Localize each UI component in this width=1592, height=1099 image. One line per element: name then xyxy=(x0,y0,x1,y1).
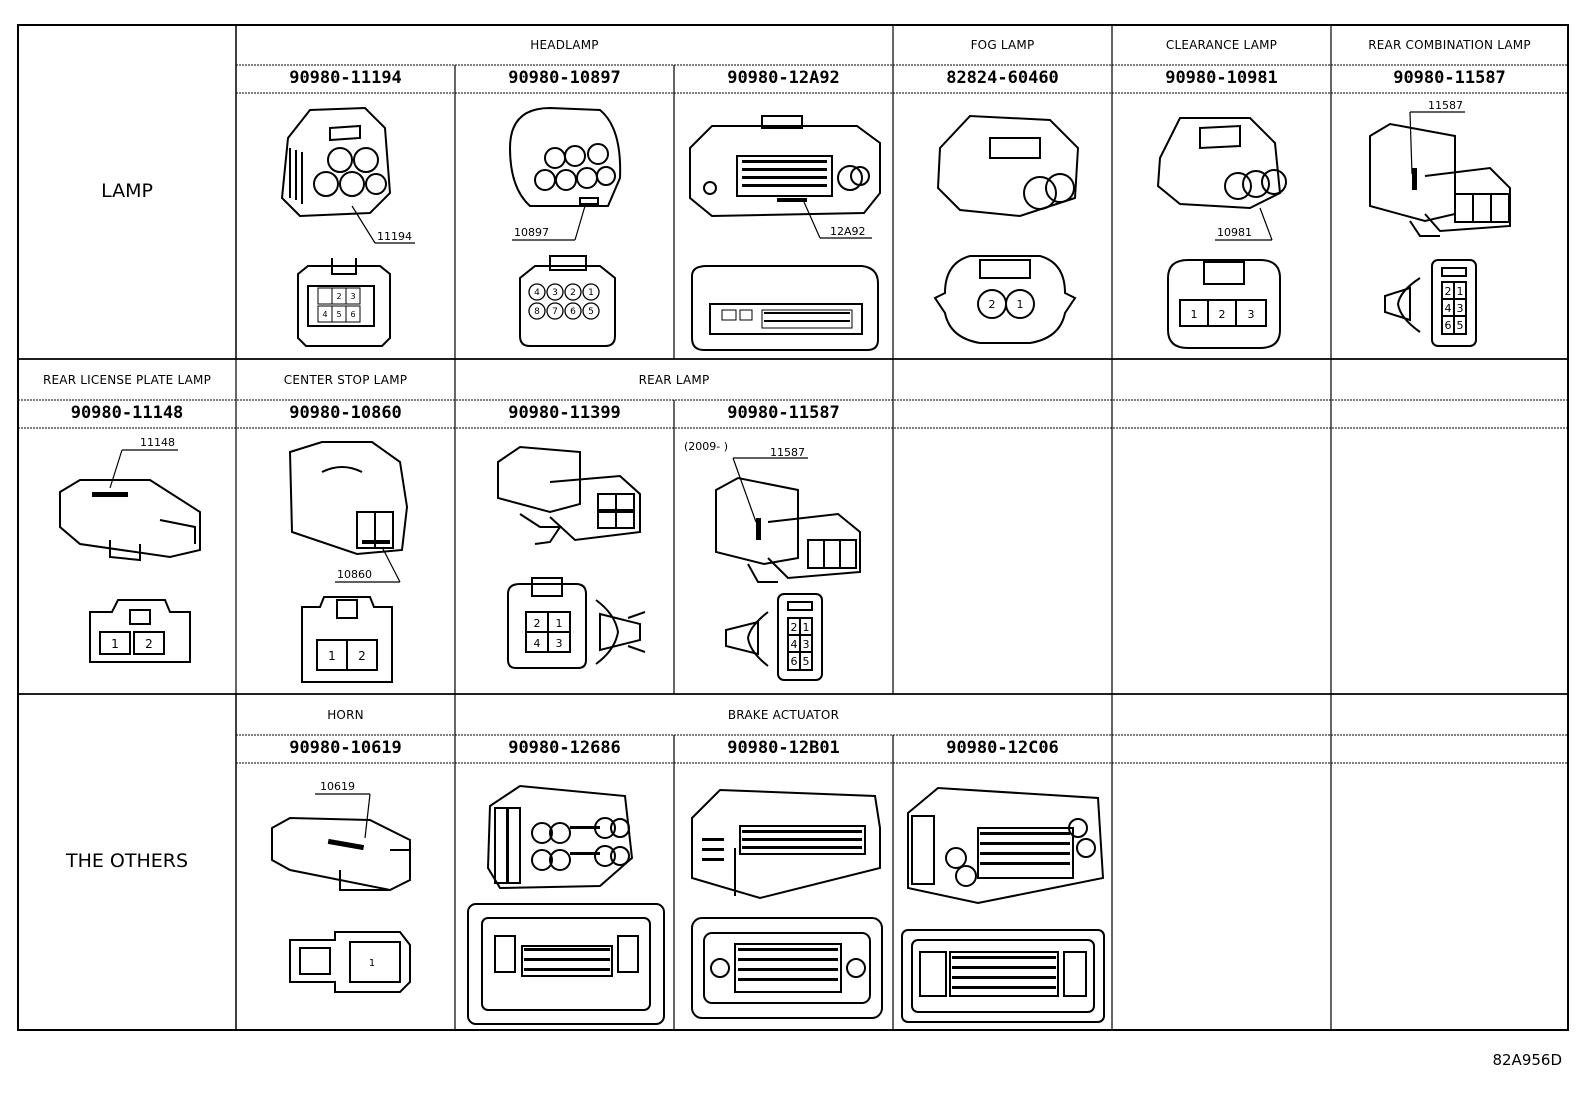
header-brake-actuator: BRAKE ACTUATOR xyxy=(727,708,840,722)
pin-label: 1 xyxy=(328,649,336,663)
pin-label: 8 xyxy=(534,307,540,317)
part-number: 90980-10897 xyxy=(508,68,621,88)
connector-illustration-10860: 10860 1 2 xyxy=(288,441,409,683)
connector-illustration-11148: 11148 1 2 xyxy=(59,436,201,663)
part-number: 90980-12C06 xyxy=(946,738,1059,758)
header-rear-lamp: REAR LAMP xyxy=(638,373,710,387)
figure-reference-code: 82A956D xyxy=(1492,1051,1562,1069)
header-headlamp: HEADLAMP xyxy=(530,38,599,52)
part-number: 90980-11587 xyxy=(727,403,840,423)
part-number: 90980-11148 xyxy=(70,403,184,423)
part-tag: 12A92 xyxy=(830,225,866,238)
part-number: 90980-10981 xyxy=(1165,68,1278,88)
pin-label: 2 xyxy=(989,298,996,311)
pin-label: 6 xyxy=(1445,319,1452,332)
header-fog-lamp: FOG LAMP xyxy=(970,38,1035,52)
header-clearance-lamp: CLEARANCE LAMP xyxy=(1165,38,1278,52)
part-tag: 11587 xyxy=(1428,99,1463,112)
pin-label: 5 xyxy=(588,307,594,317)
group-label-the-others: THE OTHERS xyxy=(65,850,189,872)
connector-illustration-12686 xyxy=(467,784,665,1025)
connector-illustration-11587: 11587 2 1 4 3 6 5 xyxy=(1369,99,1511,347)
pin-label: 1 xyxy=(1017,298,1024,311)
pin-label: 2 xyxy=(336,292,341,301)
pin-label: 2 xyxy=(1445,285,1452,298)
pin-label: 5 xyxy=(1457,319,1464,332)
part-number: 82824-60460 xyxy=(946,68,1059,88)
part-tag: 11194 xyxy=(377,230,412,243)
pin-label: 6 xyxy=(791,655,798,668)
part-number: 90980-12B01 xyxy=(727,738,840,758)
pin-label: 3 xyxy=(556,637,563,650)
part-tag: 10981 xyxy=(1217,226,1252,239)
pin-label: 1 xyxy=(803,621,810,634)
pin-label: 3 xyxy=(803,638,810,651)
pin-label: 6 xyxy=(350,310,355,319)
pin-label: 2 xyxy=(358,649,366,663)
part-tag: 10860 xyxy=(337,568,372,581)
connector-illustration-10981: 10981 1 2 3 xyxy=(1156,117,1287,349)
pin-label: 3 xyxy=(552,288,558,298)
part-number: 90980-11399 xyxy=(508,403,621,423)
header-horn: HORN xyxy=(327,708,364,722)
pin-label: 2 xyxy=(570,288,576,298)
pin-label: 3 xyxy=(1457,302,1464,315)
pin-label: 1 xyxy=(369,958,375,969)
pin-label: 7 xyxy=(552,307,558,317)
pin-label: 4 xyxy=(791,638,798,651)
connector-illustration-10897: 10897 4 3 2 1 8 7 6 5 xyxy=(508,106,622,347)
connector-illustration-12b01 xyxy=(691,788,883,1019)
connector-illustration-11399: 2 1 4 3 xyxy=(497,445,646,669)
pin-label: 5 xyxy=(336,310,341,319)
connector-illustration-10619: 10619 1 xyxy=(271,780,411,993)
header-center-stop-lamp: CENTER STOP LAMP xyxy=(283,373,408,387)
pin-label: 2 xyxy=(534,617,541,630)
connector-illustration-12c06 xyxy=(901,786,1105,1023)
part-number: 90980-10619 xyxy=(289,738,402,758)
connector-illustration-12a92: 12A92 xyxy=(689,115,881,351)
part-number: 90980-12A92 xyxy=(727,68,840,88)
pin-label: 4 xyxy=(322,310,327,319)
group-label-lamp: LAMP xyxy=(101,180,153,202)
part-number: 90980-11194 xyxy=(289,68,402,88)
part-tag: 11148 xyxy=(140,436,175,449)
pin-label: 2 xyxy=(1219,308,1226,321)
pin-label: 1 xyxy=(111,637,119,651)
part-number: 90980-11587 xyxy=(1393,68,1506,88)
part-tag: 10897 xyxy=(514,226,549,239)
pin-label: 3 xyxy=(1248,308,1255,321)
pin-label: 3 xyxy=(350,292,355,301)
pin-label: 1 xyxy=(1191,308,1198,321)
part-number: 90980-12686 xyxy=(508,738,621,758)
pin-label: 1 xyxy=(588,288,594,298)
pin-label: 6 xyxy=(570,307,576,317)
header-rear-combination-lamp: REAR COMBINATION LAMP xyxy=(1368,38,1531,52)
header-rear-license-plate-lamp: REAR LICENSE PLATE LAMP xyxy=(42,373,212,387)
pin-label: 1 xyxy=(1457,285,1464,298)
pin-label: 2 xyxy=(791,621,798,634)
connector-illustration-11194: 11194 2 3 4 5 6 xyxy=(280,106,415,347)
pin-label: 4 xyxy=(534,637,541,650)
part-tag: 10619 xyxy=(320,780,355,793)
connector-illustration-11587-rear: (2009- ) 11587 2 1 4 3 6 5 xyxy=(684,440,861,681)
part-tag: 11587 xyxy=(770,446,805,459)
part-number: 90980-10860 xyxy=(289,403,402,423)
pin-label: 5 xyxy=(803,655,810,668)
pin-label: 4 xyxy=(534,288,540,298)
model-year-note: (2009- ) xyxy=(684,440,728,453)
pin-label: 4 xyxy=(1445,302,1452,315)
connector-illustration-82824-60460: 2 1 xyxy=(933,114,1080,344)
pin-label: 1 xyxy=(556,617,563,630)
pin-label: 2 xyxy=(145,637,153,651)
